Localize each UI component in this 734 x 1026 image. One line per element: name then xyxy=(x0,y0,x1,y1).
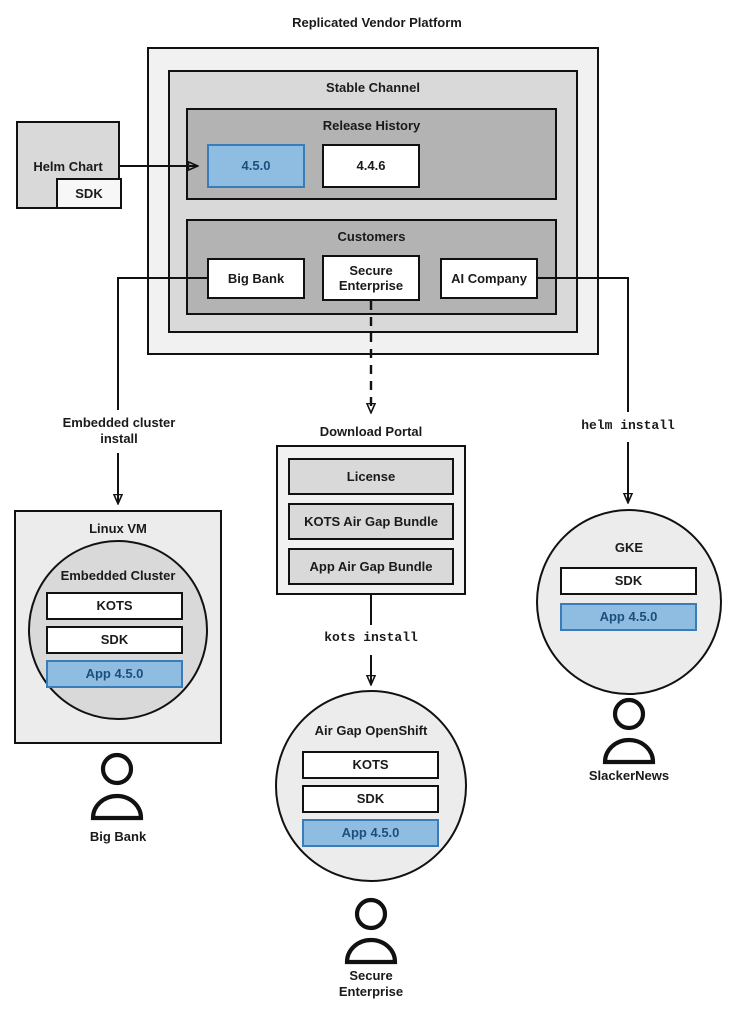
release-label: 4.4.6 xyxy=(356,158,386,174)
flow-label-helm-install: helm install xyxy=(581,418,675,433)
helm-chart-label: Helm Chart xyxy=(33,159,103,174)
customer-big-bank[interactable]: Big Bank xyxy=(207,258,305,299)
release-4-5-0[interactable]: 4.5.0 xyxy=(207,144,305,188)
flow-label-kots-install: kots install xyxy=(324,630,418,645)
person-icon-slackernews xyxy=(602,697,656,765)
release-label: 4.5.0 xyxy=(241,158,271,174)
person-icon-secure-enterprise xyxy=(344,897,398,965)
helm-chart-sdk-box[interactable]: SDK xyxy=(56,178,122,209)
flow-label-embedded-cluster-install: Embedded cluster install xyxy=(62,415,176,446)
page-title: Replicated Vendor Platform xyxy=(292,15,462,30)
env-gke-component-app[interactable]: App 4.5.0 xyxy=(560,603,697,631)
release-4-4-6[interactable]: 4.4.6 xyxy=(322,144,420,188)
env-linux-vm-component-app[interactable]: App 4.5.0 xyxy=(46,660,183,688)
person-icon-big-bank xyxy=(90,752,144,821)
embedded-cluster-title: Embedded Cluster xyxy=(60,568,176,583)
customer-label: AI Company xyxy=(451,270,527,286)
customer-ai-company[interactable]: AI Company xyxy=(440,258,538,299)
component-label: App 4.5.0 xyxy=(599,609,658,625)
helm-chart-sdk-label: SDK xyxy=(75,185,103,201)
env-air-gap-openshift-component-app[interactable]: App 4.5.0 xyxy=(302,819,439,847)
customer-label: Big Bank xyxy=(227,270,285,286)
env-linux-vm-title: Linux VM xyxy=(89,521,147,536)
component-label: SDK xyxy=(356,791,385,807)
component-label: SDK xyxy=(100,632,129,648)
release-history-title: Release History xyxy=(322,118,421,133)
component-label: KOTS xyxy=(96,598,133,614)
component-label: App 4.5.0 xyxy=(341,825,400,841)
artifact-label: KOTS Air Gap Bundle xyxy=(304,513,438,529)
stable-channel-title: Stable Channel xyxy=(326,80,420,95)
component-label: SDK xyxy=(614,573,643,589)
download-portal-title: Download Portal xyxy=(319,424,423,439)
env-linux-vm-component-sdk[interactable]: SDK xyxy=(46,626,183,654)
component-label: KOTS xyxy=(352,757,389,773)
customers-title: Customers xyxy=(337,229,406,244)
env-gke-component-sdk[interactable]: SDK xyxy=(560,567,697,595)
artifact-kots-air-gap-bundle[interactable]: KOTS Air Gap Bundle xyxy=(288,503,454,540)
env-linux-vm-customer-label: Big Bank xyxy=(89,829,147,844)
artifact-label: App Air Gap Bundle xyxy=(309,558,433,574)
env-gke-circle xyxy=(536,509,722,695)
customer-secure-enterprise[interactable]: Secure Enterprise xyxy=(322,255,420,301)
env-gke-title: GKE xyxy=(614,540,644,555)
component-label: App 4.5.0 xyxy=(85,666,144,682)
artifact-app-air-gap-bundle[interactable]: App Air Gap Bundle xyxy=(288,548,454,585)
env-linux-vm-component-kots[interactable]: KOTS xyxy=(46,592,183,620)
artifact-label: License xyxy=(346,468,396,484)
env-gke-customer-label: SlackerNews xyxy=(588,768,670,783)
env-air-gap-openshift-component-sdk[interactable]: SDK xyxy=(302,785,439,813)
customer-label: Secure Enterprise xyxy=(338,262,404,293)
env-air-gap-openshift-title: Air Gap OpenShift xyxy=(314,723,428,738)
artifact-license[interactable]: License xyxy=(288,458,454,495)
env-air-gap-openshift-customer-label: Secure Enterprise xyxy=(338,968,404,999)
env-air-gap-openshift-component-kots[interactable]: KOTS xyxy=(302,751,439,779)
